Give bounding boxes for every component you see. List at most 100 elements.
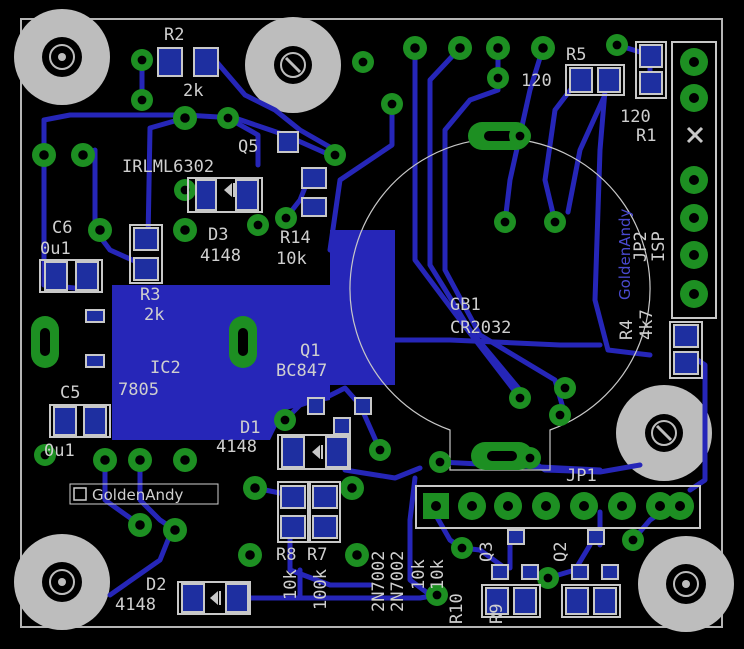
- pad-drill-hole: [281, 213, 291, 223]
- pad-drill-hole: [500, 217, 510, 227]
- c6-value: 0u1: [40, 239, 71, 259]
- d3-ref: D3: [208, 225, 228, 245]
- pad-drill-hole: [180, 113, 190, 123]
- pad-drill-hole: [493, 73, 503, 83]
- pad-drill-hole: [455, 43, 465, 53]
- r4-value: 4k7: [637, 309, 657, 340]
- pad-drill-hole: [280, 415, 290, 425]
- header-pin-hole: [689, 289, 699, 299]
- pad-drill-hole: [358, 57, 368, 67]
- r4-ref: R4: [617, 320, 637, 340]
- d1-ref: D1: [240, 418, 260, 438]
- silkscreen-labels: R2 2k R5 120 120 R1 Q5 IRLML6302 D3 4148…: [40, 25, 669, 624]
- through-hole-pads: [32, 34, 708, 606]
- pad-drill-hole: [95, 225, 105, 235]
- q1-value: BC847: [276, 361, 327, 381]
- pad-drill-hole: [435, 457, 445, 467]
- pad-drill-hole: [515, 131, 525, 141]
- r7-ref: R7: [307, 545, 327, 565]
- r1-ref: R1: [636, 126, 656, 146]
- q1-ref: Q1: [300, 341, 320, 361]
- r5-ref: R5: [566, 45, 586, 65]
- pad-drill-hole: [170, 525, 180, 535]
- header-pin-hole: [689, 57, 699, 67]
- logo-text-bottom: GoldenAndy: [92, 486, 184, 504]
- gb1-value: CR2032: [450, 318, 511, 338]
- pad-drill-hole: [135, 520, 145, 530]
- r9-ref: R9: [487, 604, 507, 624]
- pad-drill-hole: [550, 217, 560, 227]
- pad-drill-hole: [457, 543, 467, 553]
- pad-drill-hole: [78, 150, 88, 160]
- q3-ref: Q3: [477, 542, 497, 562]
- pad-drill-hole: [40, 450, 50, 460]
- d3-value: 4148: [200, 246, 241, 266]
- r5-value: 120: [521, 71, 552, 91]
- logo-text-right: GoldenAndy: [616, 208, 634, 300]
- r2-ref: R2: [164, 25, 184, 45]
- q2-ref: Q2: [551, 542, 571, 562]
- pad-drill-hole: [330, 150, 340, 160]
- r10-ref: R10: [447, 593, 467, 624]
- pad-drill-hole: [253, 220, 263, 230]
- gb1-ref: GB1: [450, 295, 481, 315]
- board-outline: [20, 18, 723, 628]
- pad-drill-hole: [525, 453, 535, 463]
- jp2-pin-x: [686, 126, 704, 144]
- pad-drill-hole: [432, 590, 442, 600]
- pad-drill-hole: [180, 225, 190, 235]
- r1-value: 120: [620, 107, 651, 127]
- header-pin-hole: [431, 501, 441, 511]
- r7-value: 100k: [311, 569, 331, 610]
- pad-drill-hole: [137, 95, 147, 105]
- r14-value: 10k: [276, 249, 307, 269]
- header-pin-hole: [541, 501, 551, 511]
- pad-drill-hole: [180, 455, 190, 465]
- pad-drill-hole: [410, 43, 420, 53]
- jp2-ref: JP2: [631, 231, 651, 262]
- jp2-value: ISP: [649, 231, 669, 262]
- header-pin-hole: [689, 175, 699, 185]
- q5-ref: Q5: [238, 137, 258, 157]
- mounting-holes: [14, 9, 734, 632]
- pad-drill-hole: [560, 383, 570, 393]
- pad-drill-hole: [352, 550, 362, 560]
- pad-drill-hole: [39, 150, 49, 160]
- header-pin-hole: [675, 501, 685, 511]
- header-pin-hole: [579, 501, 589, 511]
- pad-drill-hole: [223, 113, 233, 123]
- pad-drill-hole: [135, 455, 145, 465]
- ic2-ref: IC2: [150, 358, 181, 378]
- jp2-header: [671, 41, 717, 319]
- pad-drill-hole: [612, 40, 622, 50]
- q3-value: 2N7002: [369, 551, 389, 612]
- diode-marks: [210, 183, 323, 605]
- c5-ref: C5: [60, 383, 80, 403]
- q5-value: IRLML6302: [122, 157, 214, 177]
- pad-drill-hole: [555, 410, 565, 420]
- d2-ref: D2: [146, 575, 166, 595]
- pad-drill-hole: [100, 455, 110, 465]
- r8-value: 10k: [281, 569, 301, 600]
- c5-value: 0u1: [44, 441, 75, 461]
- r9-value: 10k: [428, 559, 448, 590]
- r3-value: 2k: [144, 305, 164, 325]
- header-pin-hole: [467, 501, 477, 511]
- jp1-ref: JP1: [566, 466, 597, 486]
- r10-value: 10k: [409, 559, 429, 590]
- d2-value: 4148: [115, 595, 156, 615]
- header-pin-hole: [689, 250, 699, 260]
- pad-drill-hole: [628, 535, 638, 545]
- pad-drill-hole: [538, 43, 548, 53]
- r2-value: 2k: [183, 81, 203, 101]
- r8-ref: R8: [276, 545, 296, 565]
- r14-ref: R14: [280, 228, 311, 248]
- pad-drill-hole: [543, 573, 553, 583]
- pad-drill-hole: [347, 483, 357, 493]
- pad-drill-hole: [245, 550, 255, 560]
- ic2-value: 7805: [118, 380, 159, 400]
- jp1-header: [415, 485, 701, 529]
- header-pin-hole: [689, 93, 699, 103]
- header-pin-hole: [617, 501, 627, 511]
